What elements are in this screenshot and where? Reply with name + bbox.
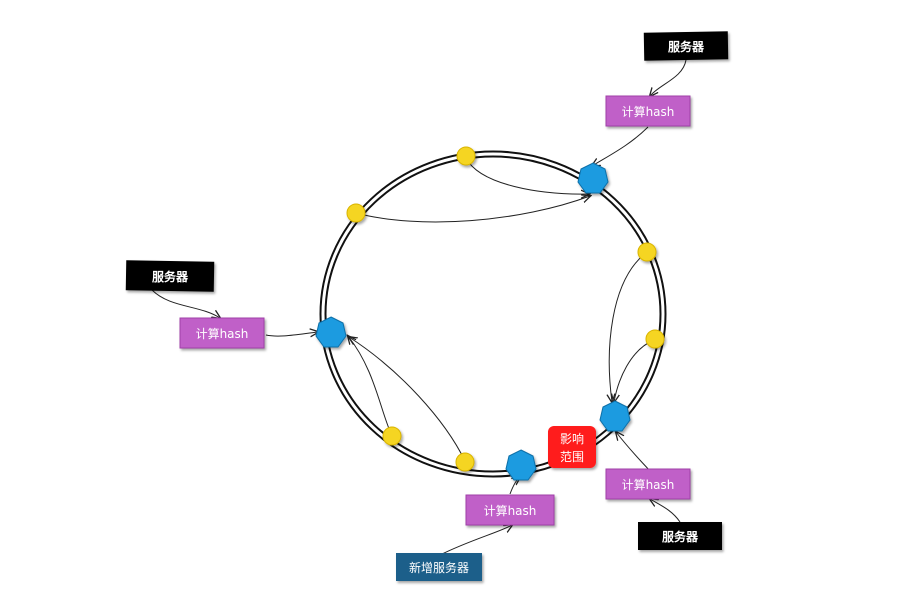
arrow-hash-tr-to-node — [592, 126, 649, 166]
server-label-text: 服务器 — [152, 269, 189, 284]
hash-label-text: 计算hash — [196, 326, 249, 341]
data-node-icon — [382, 426, 402, 446]
arrow-data-right1-to-server-bottom — [609, 251, 648, 402]
arrow-hash-br-to-node — [616, 432, 651, 472]
hash-label-text: 计算hash — [622, 477, 675, 492]
data-node-icon — [456, 146, 476, 166]
new-server-label: 新增服务器 — [396, 553, 482, 581]
data-nodes — [346, 146, 665, 472]
hash-box-bottom-right: 计算hash — [605, 468, 691, 500]
arrow-data-left-to-server-top — [355, 196, 590, 223]
data-to-server-arrows — [348, 157, 655, 462]
server-label-top-right: 服务器 — [643, 31, 729, 61]
arrow-newserver-to-hash — [439, 525, 512, 556]
impact-label-line2: 范围 — [560, 450, 584, 464]
impact-range-badge: 影响 范围 — [548, 426, 596, 468]
data-node-icon — [645, 329, 665, 349]
impact-label-line1: 影响 — [560, 431, 584, 446]
arrow-data-right2-to-server-bottom — [614, 339, 655, 402]
data-node-icon — [346, 203, 366, 223]
hash-label-text: 计算hash — [622, 104, 675, 119]
arrow-data-bottom-to-server-left — [349, 337, 466, 462]
hash-box-left: 计算hash — [179, 317, 265, 349]
hash-box-bottom: 计算hash — [465, 494, 555, 526]
arrow-data-top-to-server-top — [465, 157, 589, 194]
server-label-bottom-right: 服务器 — [638, 522, 722, 550]
arrow-hash-left-to-node — [265, 332, 318, 336]
server-node-icon — [315, 316, 347, 348]
data-node-icon — [455, 452, 475, 472]
arrow-server-tr-to-hash — [650, 59, 687, 96]
server-label-text: 服务器 — [662, 529, 699, 544]
arrow-server-left-to-hash — [151, 289, 220, 318]
server-label-left: 服务器 — [125, 260, 215, 292]
hash-box-top-right: 计算hash — [605, 95, 691, 127]
hash-label-text: 计算hash — [484, 503, 537, 518]
server-node-icon — [599, 400, 631, 432]
data-node-icon — [637, 242, 657, 262]
hash-ring — [319, 150, 667, 478]
server-nodes — [315, 162, 631, 481]
server-label-text: 服务器 — [668, 39, 705, 54]
server-node-icon — [577, 162, 609, 194]
server-node-icon — [505, 449, 537, 481]
new-server-label-text: 新增服务器 — [409, 560, 469, 575]
arrow-server-br-to-hash — [650, 499, 681, 523]
